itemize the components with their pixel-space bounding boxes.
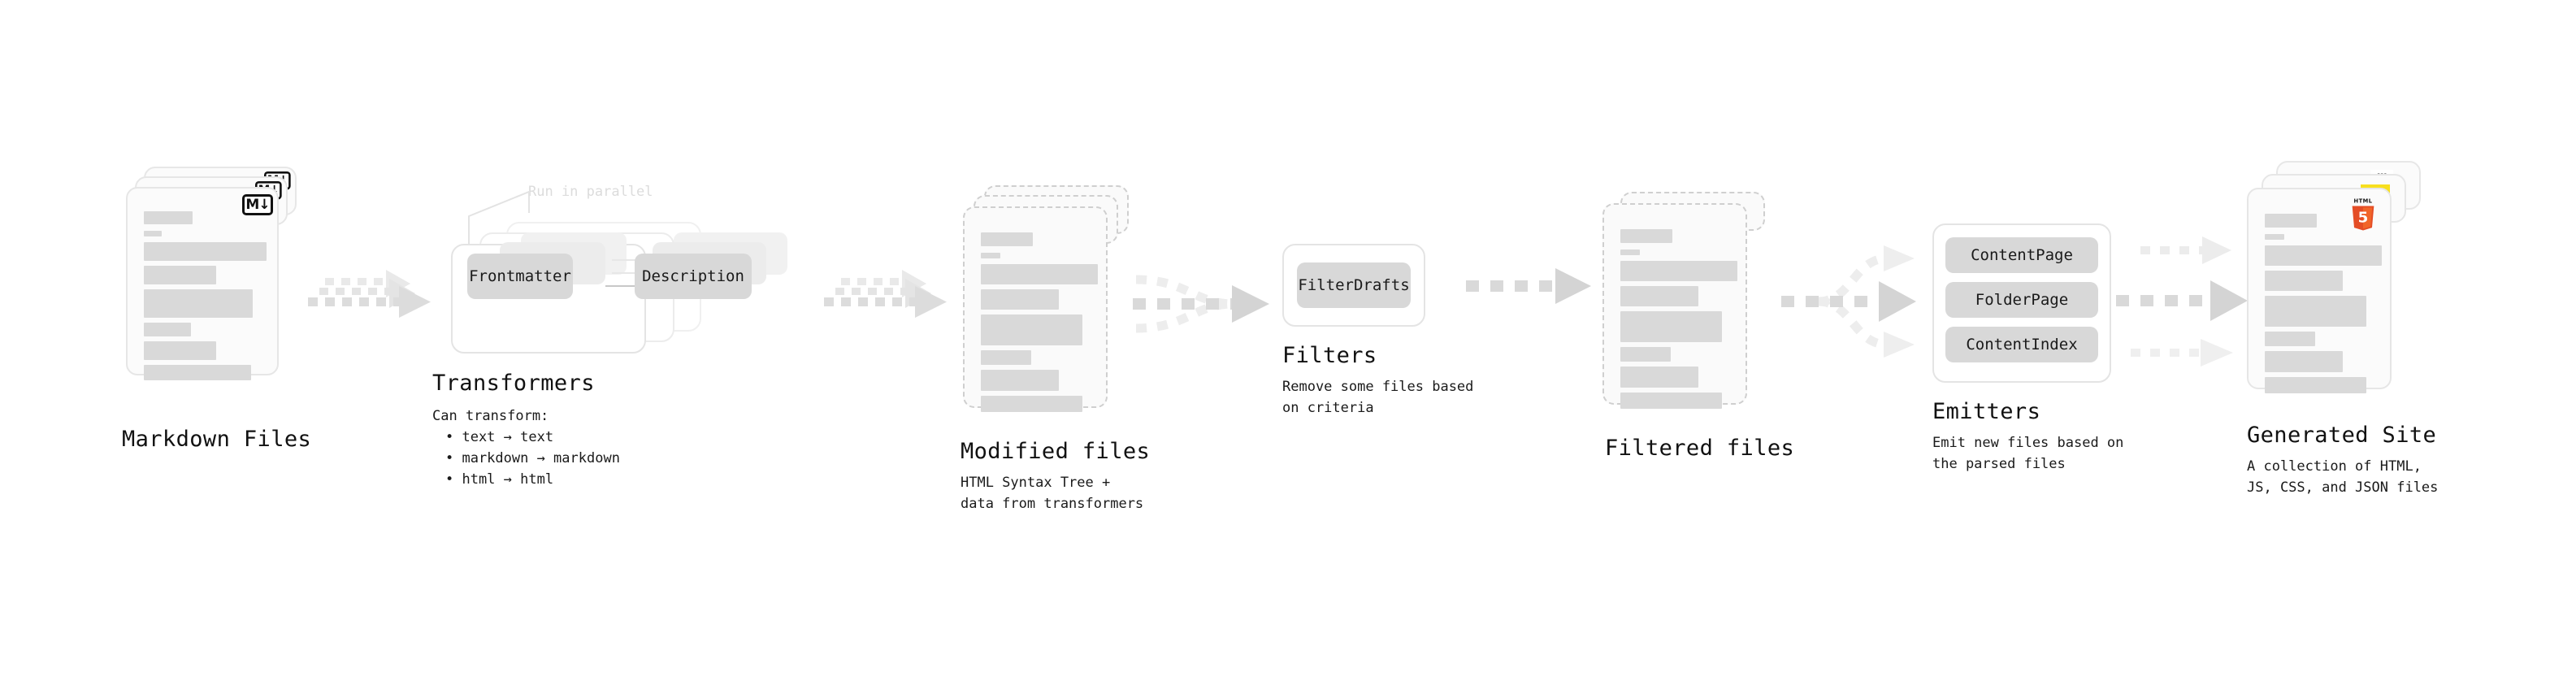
doc-bar	[2265, 271, 2343, 291]
site-card-body	[2249, 189, 2390, 393]
transformers-bullets: • text → text	[445, 427, 553, 449]
doc-bar	[144, 341, 216, 360]
emitters-subtitle: Emit new files based on the parsed files	[1932, 435, 2124, 472]
doc-bar	[981, 370, 1059, 391]
emitter-chip-label: ContentPage	[1971, 246, 2073, 264]
doc-bar	[144, 211, 193, 224]
arrow-transformers-to-modified	[824, 270, 947, 318]
modified-files-title: Modified files	[961, 439, 1151, 464]
emitter-chip-folderpage[interactable]: FolderPage	[1945, 282, 2098, 318]
emitter-chip-contentpage[interactable]: ContentPage	[1945, 237, 2098, 273]
filtered-card-body	[1604, 205, 1746, 409]
stage-filtered-files: Filtered files	[1602, 192, 1794, 461]
transformer-chip-frontmatter[interactable]: Frontmatter	[467, 254, 573, 299]
markdown-card-front	[126, 187, 279, 380]
transformers-bullet-1: • markdown → markdown	[445, 450, 620, 466]
doc-bar	[144, 231, 162, 236]
html5-icon: HTML 5	[2352, 198, 2374, 231]
doc-bar	[144, 365, 251, 380]
modified-files-subtitle: HTML Syntax Tree + data from transformer…	[961, 475, 1144, 512]
transformers-bullets: • html → html	[445, 470, 553, 491]
transformer-chip-label: Frontmatter	[469, 267, 571, 285]
doc-bar	[2265, 332, 2315, 346]
arrow-filtered-to-emitters-split	[1781, 245, 1916, 358]
doc-bar	[1620, 229, 1672, 243]
site-file-stack: CSS HTML	[2247, 161, 2422, 421]
transformer-chip-label: Description	[642, 267, 744, 285]
markdown-file-stack: M↓ M↓ M↓	[126, 167, 297, 419]
markdown-badge-front: M↓	[242, 194, 273, 215]
doc-bar	[144, 323, 191, 336]
site-card-front	[2247, 188, 2392, 393]
doc-bar	[1620, 249, 1640, 255]
doc-bar	[1620, 367, 1698, 388]
stage-generated-site: CSS HTML	[2247, 161, 2438, 496]
html5-wordmark: HTML	[2354, 198, 2373, 205]
doc-bar	[981, 264, 1098, 284]
doc-bar	[1620, 286, 1698, 306]
emitter-chip-label: ContentIndex	[1966, 336, 2078, 354]
transformers-subtitle: Can transform:	[432, 408, 549, 424]
stage-modified-files: Modified files HTML Syntax Tree + data f…	[961, 185, 1150, 512]
doc-bar	[1620, 261, 1737, 281]
markdown-files-title: Markdown Files	[122, 427, 312, 452]
doc-bar	[2265, 296, 2366, 327]
emitter-chip-label: FolderPage	[1975, 291, 2069, 309]
transformers-bullets: • markdown → markdown	[445, 449, 620, 470]
doc-bar	[981, 289, 1059, 310]
filtered-files-title: Filtered files	[1605, 436, 1795, 461]
modified-card-front	[963, 206, 1108, 412]
modified-card-body	[965, 208, 1106, 412]
doc-bar	[144, 242, 267, 261]
parallel-bracket	[468, 190, 530, 244]
transformers-title: Transformers	[432, 371, 595, 396]
doc-bar	[981, 232, 1033, 246]
filters-title: Filters	[1282, 343, 1377, 368]
arrow-markdown-to-transformers	[308, 270, 431, 318]
filter-chip-filterdrafts[interactable]: FilterDrafts	[1297, 262, 1411, 308]
doc-bar	[1620, 393, 1722, 409]
doc-bar	[981, 350, 1031, 365]
doc-bar	[1620, 311, 1722, 342]
doc-bar	[981, 396, 1082, 412]
transformers-bullet-0: • text → text	[445, 429, 554, 445]
doc-bar	[2265, 377, 2366, 393]
emitters-title: Emitters	[1932, 399, 2041, 424]
emitter-chip-contentindex[interactable]: ContentIndex	[1945, 327, 2098, 362]
html5-digit: 5	[2358, 210, 2369, 227]
transformers-bullet-2: • html → html	[445, 471, 554, 488]
markdown-card-body	[128, 189, 277, 380]
doc-bar	[2265, 234, 2284, 240]
modified-file-stack	[963, 185, 1138, 429]
doc-bar	[144, 289, 253, 318]
doc-bar	[144, 266, 216, 284]
doc-bar	[2265, 214, 2317, 228]
arrow-filters-to-filtered	[1466, 268, 1591, 304]
filtered-file-stack	[1602, 192, 1777, 427]
arrow-modified-to-filters-merge	[1133, 275, 1269, 333]
doc-bar	[1620, 347, 1671, 362]
filtered-card-front	[1602, 203, 1747, 409]
generated-site-title: Generated Site	[2247, 423, 2437, 448]
doc-bar	[2265, 245, 2382, 266]
filter-chip-label: FilterDrafts	[1298, 276, 1410, 294]
transformer-chip-description[interactable]: Description	[635, 254, 752, 299]
generated-site-subtitle: A collection of HTML, JS, CSS, and JSON …	[2247, 458, 2439, 496]
stage-markdown-files: M↓ M↓ M↓ M	[122, 167, 311, 452]
doc-bar	[2265, 351, 2343, 372]
doc-bar	[981, 253, 1000, 258]
doc-bar	[981, 314, 1082, 345]
arrow-emitters-to-site	[2116, 236, 2248, 367]
filters-subtitle: Remove some files based on criteria	[1282, 379, 1474, 416]
run-in-parallel-note: Run in parallel	[528, 184, 653, 200]
